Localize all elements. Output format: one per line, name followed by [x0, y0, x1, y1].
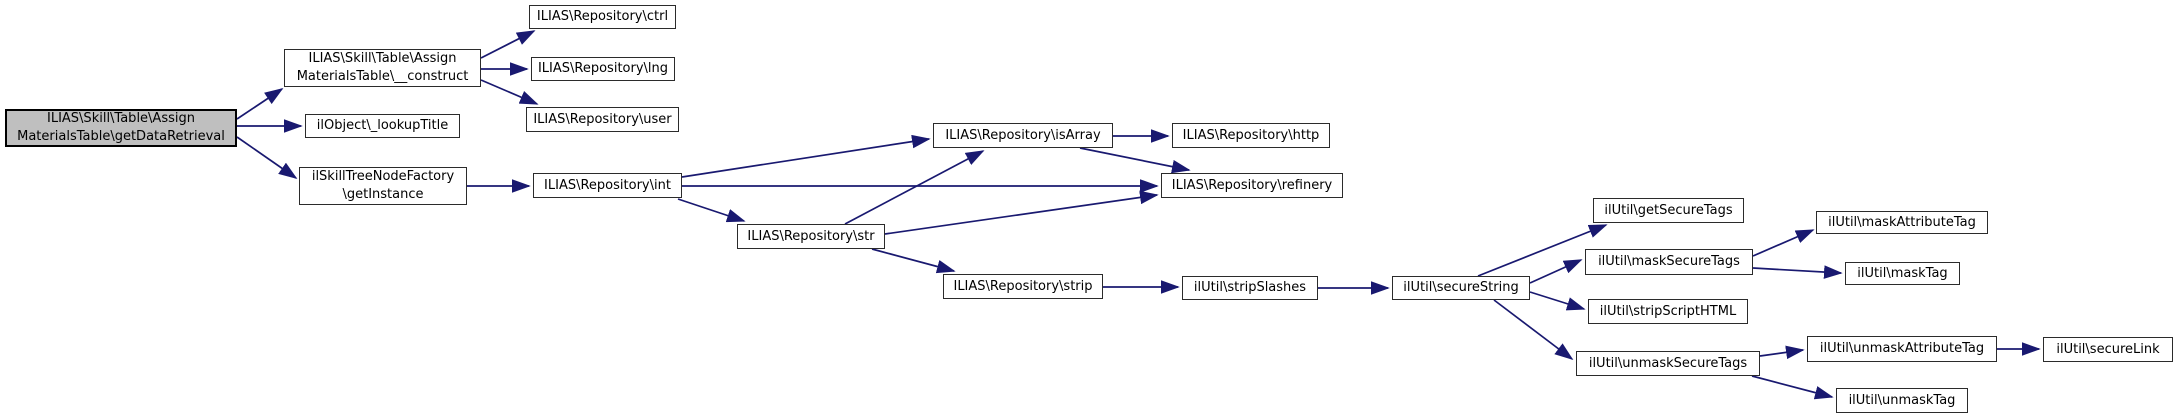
graph-node-isArray[interactable]: ILIAS\Repository\isArray [933, 123, 1113, 148]
graph-node-lng[interactable]: ILIAS\Repository\lng [531, 57, 675, 81]
graph-node-lookupTitle[interactable]: ilObject\_lookupTitle [305, 114, 460, 138]
edge-int-str [677, 198, 746, 223]
graph-node-http[interactable]: ILIAS\Repository\http [1172, 123, 1330, 148]
graph-node-maskSecureTags[interactable]: ilUtil\maskSecureTags [1585, 249, 1753, 275]
edge-secureString-maskSecureTags [1529, 259, 1583, 284]
edge-secureString-getSecureTags [1477, 224, 1608, 277]
graph-node-getInstance[interactable]: ilSkillTreeNodeFactory \getInstance [299, 167, 467, 205]
graph-node-getDataRetrieval[interactable]: ILIAS\Skill\Table\Assign MaterialsTable\… [5, 109, 237, 147]
edge-maskSecureTags-maskAttributeTag [1752, 229, 1815, 257]
graph-node-stripScriptHTML[interactable]: ilUtil\stripScriptHTML [1588, 299, 1748, 324]
edge-secureString-stripScriptHTML [1529, 291, 1586, 311]
graph-node-ctrl[interactable]: ILIAS\Repository\ctrl [529, 5, 676, 29]
edge-maskSecureTags-maskTag [1752, 265, 1843, 279]
edge-secureString-unmaskSecureTags [1493, 299, 1574, 361]
graph-node-refinery[interactable]: ILIAS\Repository\refinery [1161, 173, 1343, 198]
edge-getDataRetrieval-construct [236, 88, 284, 120]
graph-node-str[interactable]: ILIAS\Repository\str [737, 224, 885, 249]
graph-node-construct[interactable]: ILIAS\Skill\Table\Assign MaterialsTable\… [284, 49, 481, 87]
graph-node-unmaskAttributeTag[interactable]: ilUtil\unmaskAttributeTag [1807, 336, 1997, 362]
graph-node-strip[interactable]: ILIAS\Repository\strip [943, 274, 1103, 299]
graph-node-int[interactable]: ILIAS\Repository\int [533, 173, 682, 198]
edge-construct-user [480, 79, 539, 105]
graph-node-secureLink[interactable]: ilUtil\secureLink [2043, 337, 2173, 362]
edge-str-strip [871, 248, 956, 274]
graph-node-stripSlashes[interactable]: ilUtil\stripSlashes [1182, 276, 1318, 300]
edge-int-isArray [681, 134, 931, 178]
edge-unmaskSecureTags-unmaskAttributeTag [1759, 345, 1805, 360]
graph-node-unmaskSecureTags[interactable]: ilUtil\unmaskSecureTags [1576, 351, 1760, 376]
edge-construct-ctrl [480, 30, 536, 59]
graph-node-secureString[interactable]: ilUtil\secureString [1392, 276, 1530, 300]
edge-isArray-refinery [1079, 147, 1191, 174]
graph-node-user[interactable]: ILIAS\Repository\user [526, 107, 679, 132]
edge-getDataRetrieval-getInstance [236, 136, 298, 179]
edge-str-refinery [884, 190, 1159, 235]
edge-str-isArray [844, 150, 985, 225]
edge-unmaskSecureTags-unmaskTag [1751, 375, 1834, 400]
graph-node-getSecureTags[interactable]: ilUtil\getSecureTags [1593, 198, 1744, 223]
graph-node-maskTag[interactable]: ilUtil\maskTag [1845, 262, 1960, 285]
graph-node-unmaskTag[interactable]: ilUtil\unmaskTag [1836, 388, 1968, 413]
graph-node-maskAttributeTag[interactable]: ilUtil\maskAttributeTag [1816, 211, 1988, 234]
